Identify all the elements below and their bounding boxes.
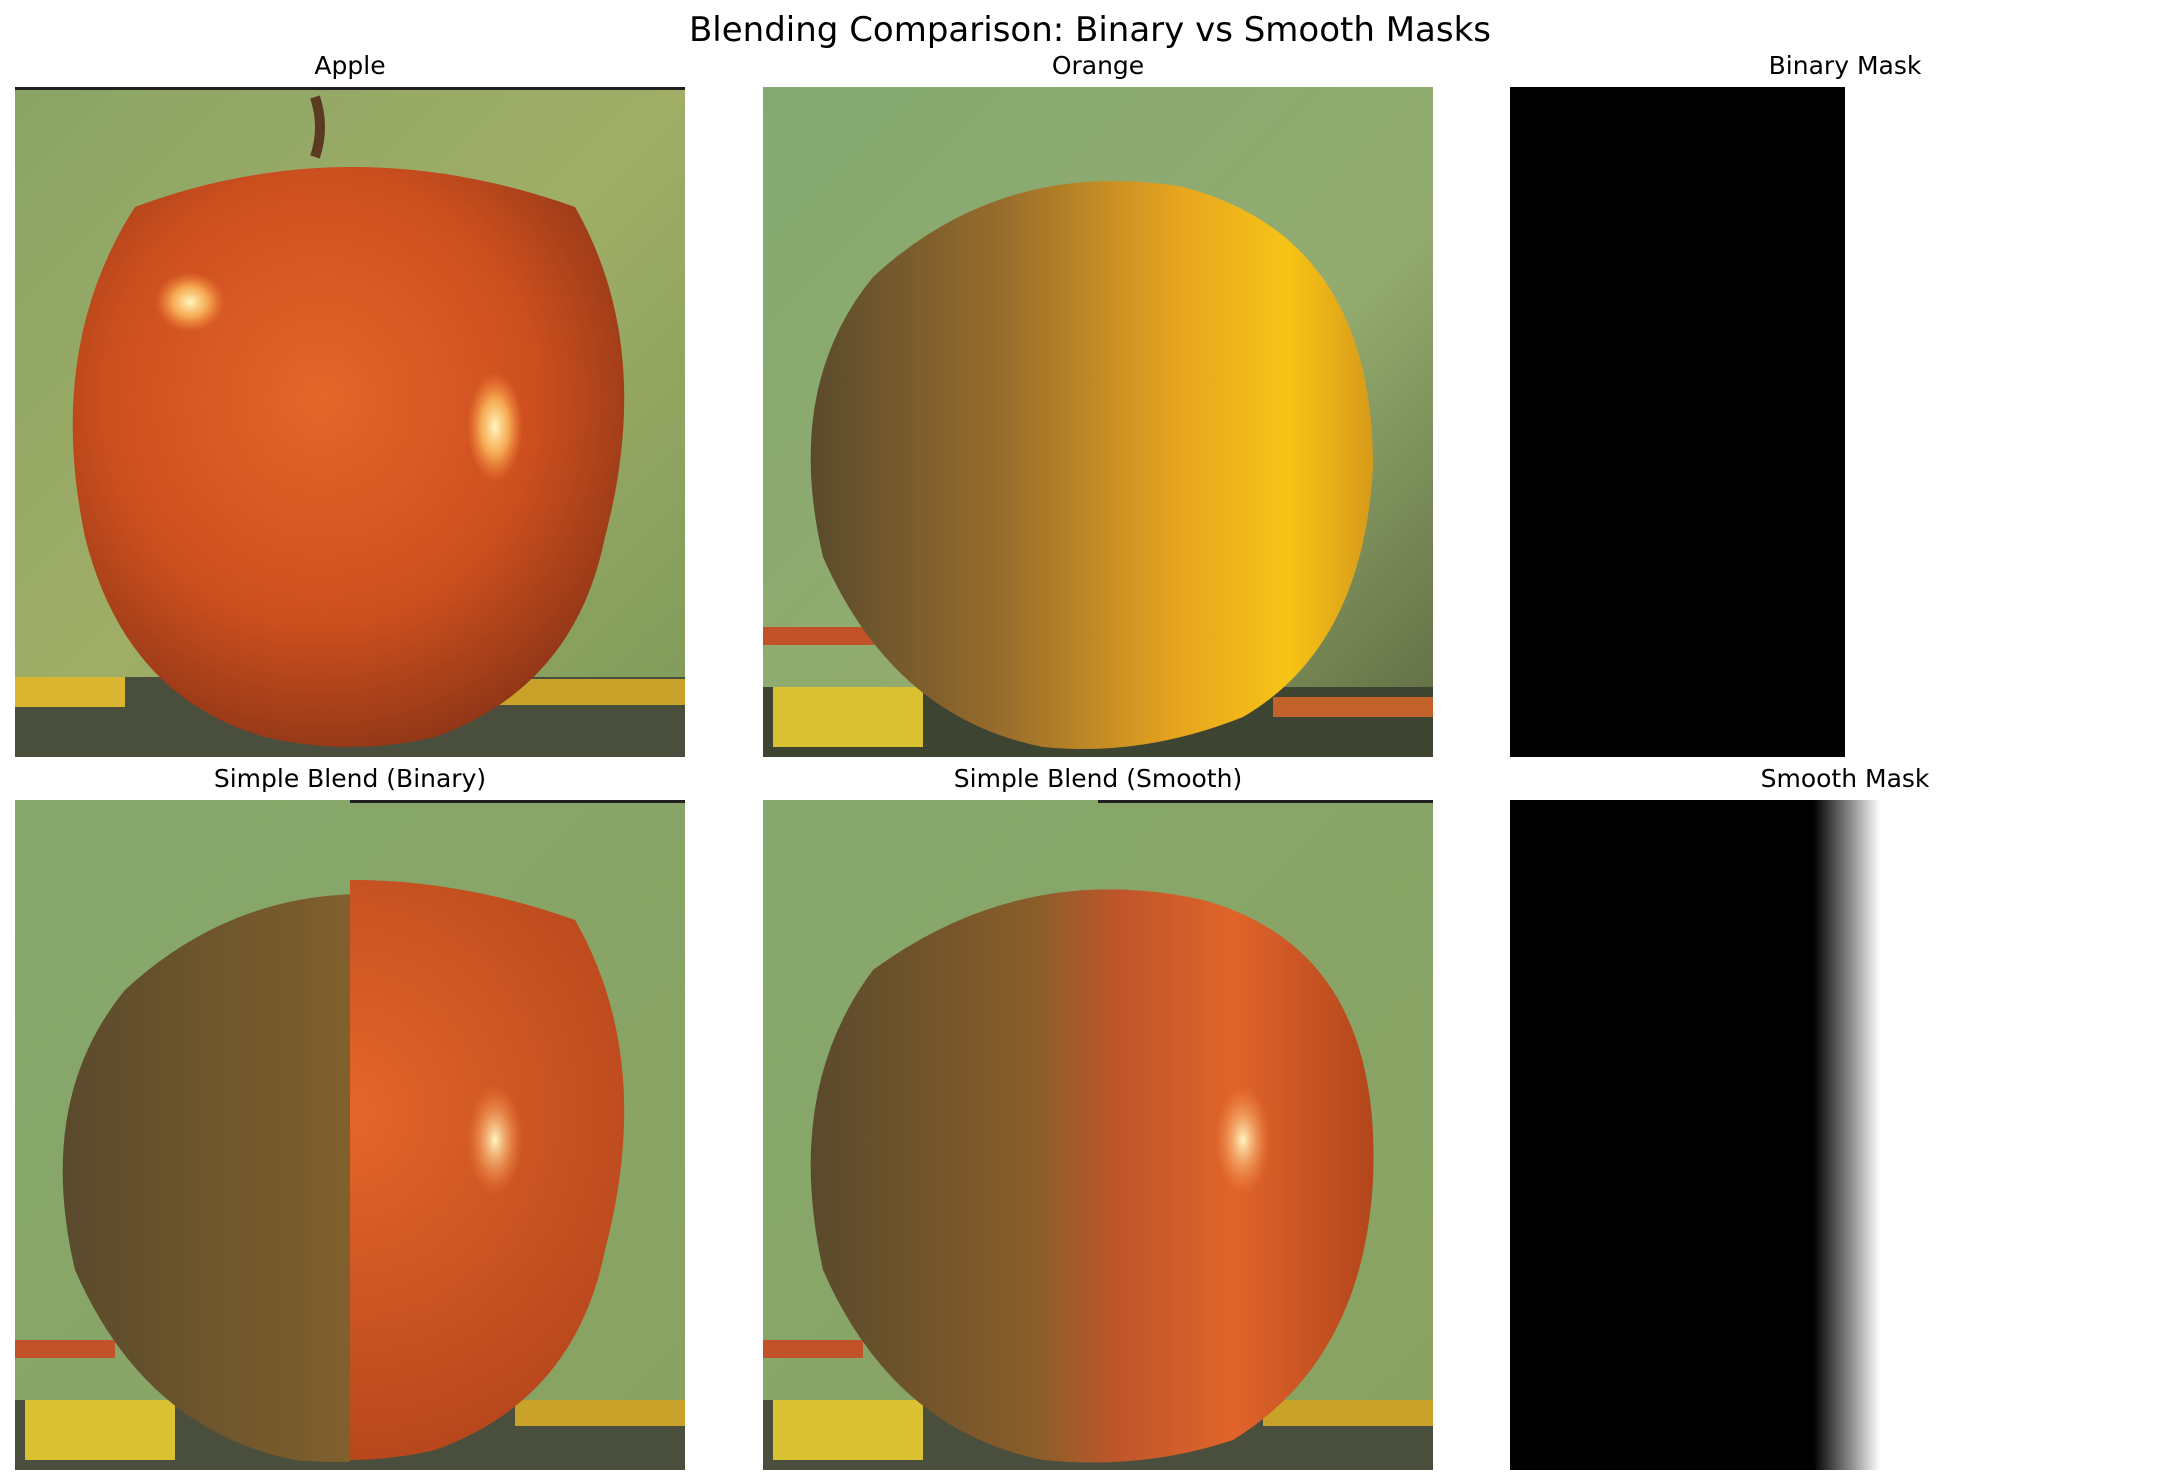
panel-title-blend-binary: Simple Blend (Binary) (213, 764, 487, 793)
panel-title-blend-smooth: Simple Blend (Smooth) (953, 764, 1243, 793)
smooth-mask-image (1510, 800, 1880, 1470)
panel-title-orange: Orange (1051, 51, 1145, 80)
binary-mask-image (1510, 87, 1845, 757)
figure-title: Blending Comparison: Binary vs Smooth Ma… (688, 10, 1492, 50)
blend-binary-image (15, 800, 685, 1470)
panel-title-binary-mask: Binary Mask (1768, 51, 1922, 80)
blend-smooth-image (763, 800, 1433, 1470)
orange-image (763, 87, 1433, 757)
panel-title-apple: Apple (314, 51, 386, 80)
apple-image (15, 87, 685, 757)
panel-title-smooth-mask: Smooth Mask (1760, 764, 1930, 793)
